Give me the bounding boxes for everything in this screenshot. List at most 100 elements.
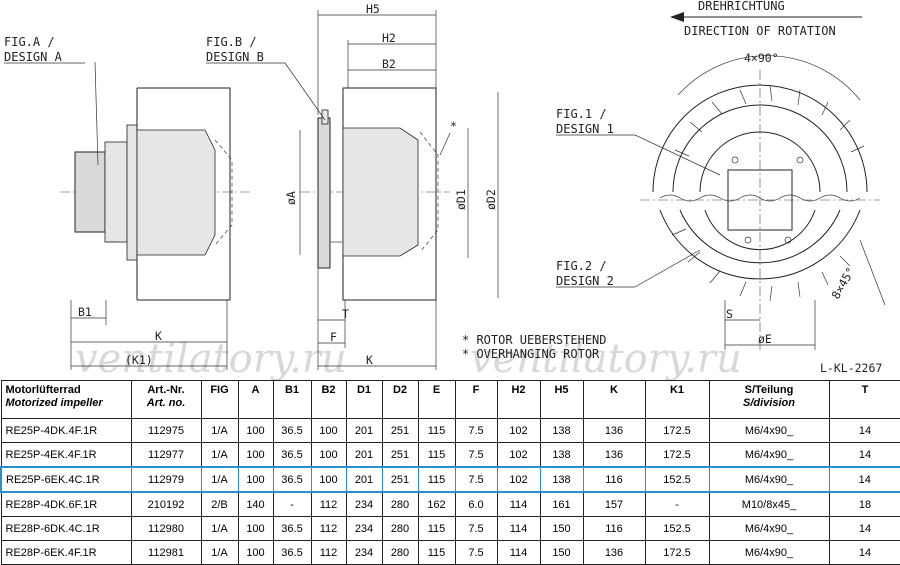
column-header: E <box>417 380 456 419</box>
column-header-main: E <box>432 384 441 396</box>
table-cell: 138 <box>539 442 584 468</box>
table-cell: M6/4x90_ <box>708 516 830 541</box>
table-cell: 234 <box>345 516 383 541</box>
dim-d1: øD1 <box>454 189 468 210</box>
table-cell: 115 <box>417 418 456 443</box>
fig-a-label-2: DESIGN A <box>4 50 63 64</box>
table-cell: 136 <box>582 540 646 565</box>
column-header-main: H2 <box>511 384 526 396</box>
table-cell: 114 <box>496 491 541 517</box>
fig-a-view: B1 K (K1) <box>60 61 250 370</box>
table-cell: 100 <box>237 442 274 468</box>
front-view: 4×90° 8×45° øE S <box>640 51 886 350</box>
column-header: Art.-Nr.Art. no. <box>130 380 202 419</box>
dim-a: øA <box>284 191 298 205</box>
table-cell: 234 <box>345 491 383 517</box>
table-cell: 115 <box>417 516 456 541</box>
dim-b2: B2 <box>382 57 396 71</box>
dim-h2: H2 <box>382 31 396 45</box>
table-cell: 18 <box>828 491 900 517</box>
table-cell: 36.5 <box>272 466 312 493</box>
table-cell: 136 <box>582 442 646 468</box>
table-cell: 172.5 <box>644 540 710 565</box>
table-cell: 100 <box>310 466 347 493</box>
table-cell: 100 <box>237 418 274 443</box>
fig-2-label-2: DESIGN 2 <box>556 274 614 288</box>
table-cell: 1/A <box>200 516 239 541</box>
table-cell: 172.5 <box>644 442 710 468</box>
column-header: K <box>582 380 646 419</box>
column-header: K1 <box>644 380 710 419</box>
dim-angle-side: 8×45° <box>828 265 857 302</box>
table-cell: 161 <box>539 491 584 517</box>
dim-e: øE <box>758 332 772 346</box>
table-cell: 36.5 <box>272 442 312 468</box>
table-cell: 112981 <box>130 540 202 565</box>
rotation-arrow-icon <box>670 12 862 22</box>
dim-h5: H5 <box>366 2 380 16</box>
table-cell: 14 <box>828 418 900 443</box>
table-cell: 102 <box>496 418 541 443</box>
dim-k1: (K1) <box>125 353 153 367</box>
column-header: A <box>237 380 274 419</box>
table-cell: 100 <box>310 442 347 468</box>
table-cell: 116 <box>582 466 646 493</box>
column-header-main: Art.-Nr. <box>147 384 185 396</box>
watermark-right: ventilatory.ru <box>470 336 742 380</box>
table-cell: 116 <box>582 516 646 541</box>
column-header-main: Motorlüfterrad <box>5 384 81 396</box>
watermark-left: ventilatory.ru <box>75 336 347 380</box>
table-cell: 1/A <box>200 442 239 468</box>
table-cell: 1/A <box>200 418 239 443</box>
table-cell: 201 <box>345 418 383 443</box>
table-cell: 100 <box>237 540 274 565</box>
column-header-main: B2 <box>321 384 336 396</box>
table-cell: 201 <box>345 442 383 468</box>
table-cell: 7.5 <box>454 466 498 493</box>
fig-a-label-1: FIG.A / <box>4 35 55 49</box>
column-header: D2 <box>381 380 419 419</box>
table-cell: 7.5 <box>454 540 498 565</box>
table-cell: 2/B <box>200 491 239 517</box>
table-cell: 115 <box>417 442 456 468</box>
table-cell: 14 <box>828 466 900 493</box>
column-header-main: T <box>861 384 869 396</box>
column-header-main: D1 <box>356 384 372 396</box>
table-cell: 6.0 <box>454 491 498 517</box>
table-cell: RE28P-4DK.6F.1R <box>0 491 132 517</box>
table-cell: 280 <box>381 516 419 541</box>
table-cell: 150 <box>539 516 584 541</box>
dim-star: * <box>450 119 457 133</box>
table-cell: 150 <box>539 540 584 565</box>
fig-1-label-1: FIG.1 / <box>556 107 607 121</box>
table-cell: 1/A <box>200 540 239 565</box>
table-cell: 102 <box>496 466 541 493</box>
column-header-main: H5 <box>554 384 569 396</box>
column-header-sub: Art. no. <box>146 397 186 409</box>
table-cell: 140 <box>237 491 274 517</box>
table-cell: 172.5 <box>644 418 710 443</box>
table-cell: RE28P-6DK.4C.1R <box>0 516 132 541</box>
fig-1-label-2: DESIGN 1 <box>556 122 614 136</box>
fig-b-label-1: FIG.B / <box>206 35 257 49</box>
column-header: T <box>828 380 900 419</box>
table-cell: RE25P-4DK.4F.1R <box>0 418 132 443</box>
table-cell: 152.5 <box>644 466 710 493</box>
table-cell: 112979 <box>130 466 202 493</box>
table-cell: M6/4x90_ <box>708 442 830 468</box>
dim-f: F <box>330 330 337 344</box>
column-header-main: FIG <box>210 384 229 396</box>
table-cell: 14 <box>828 442 900 468</box>
column-header-main: B1 <box>284 384 300 396</box>
table-cell: 280 <box>381 540 419 565</box>
table-cell: 157 <box>582 491 646 517</box>
table-cell: 112 <box>310 491 347 517</box>
